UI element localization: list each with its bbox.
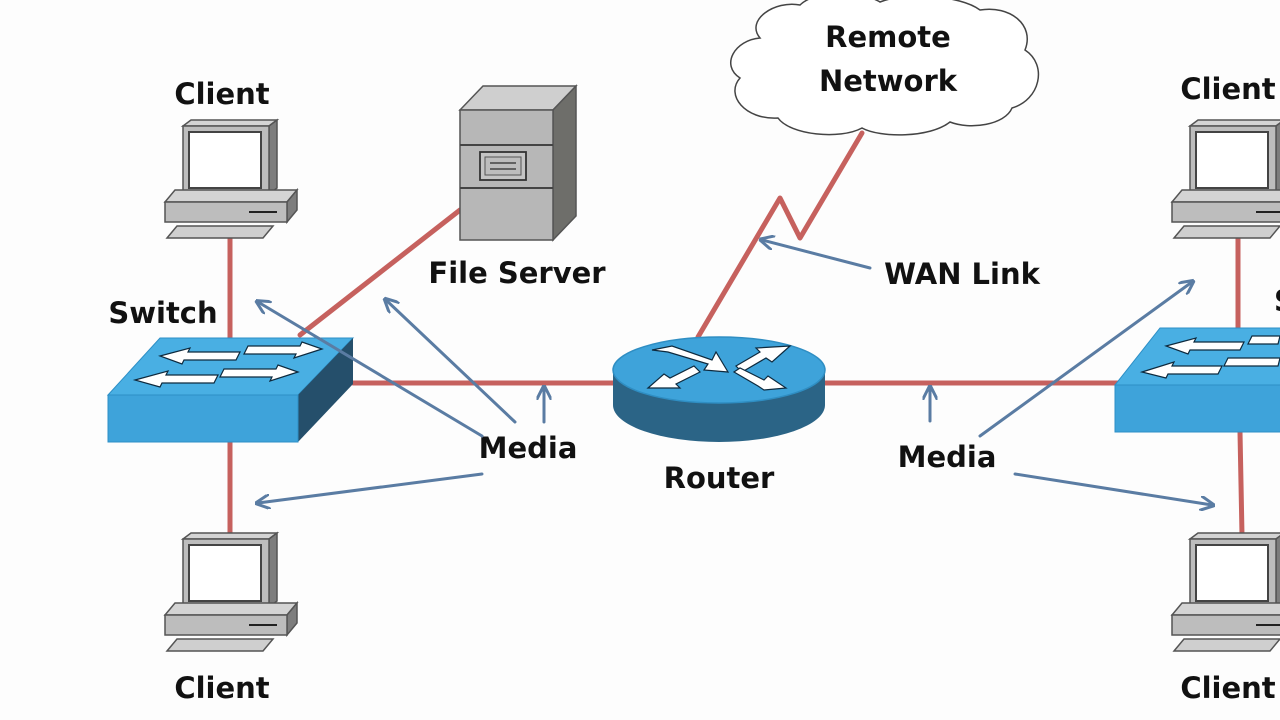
file-server-label: File Server (428, 256, 606, 290)
link-switch-right-client-br (1237, 429, 1245, 538)
links (227, 130, 1245, 538)
cloud-label-line2: Network (819, 64, 958, 98)
switch-left-icon (106, 337, 355, 443)
pointer-arrow (258, 472, 484, 503)
client-top-left-label: Client (174, 77, 269, 111)
router-label: Router (664, 461, 775, 495)
media-left-pointers (258, 300, 544, 503)
pointer-arrow (386, 300, 517, 424)
remote-network-cloud: Remote Network (729, 0, 1040, 136)
switch-right-label: S (1274, 284, 1280, 318)
cloud-label-line1: Remote (825, 20, 951, 54)
switch-left-label: Switch (108, 296, 217, 330)
client-bottom-left-label: Client (174, 671, 269, 705)
link-server-switch (297, 207, 463, 338)
router-icon (612, 336, 826, 442)
wan-link-line (695, 130, 865, 340)
pointer-arrow (978, 282, 1192, 438)
pointer-arrow (1013, 472, 1212, 505)
cloud-shape (729, 0, 1040, 136)
file-server-icon (458, 84, 578, 242)
wan-link-label: WAN Link (884, 257, 1041, 291)
client-top-right-icon (1170, 119, 1280, 239)
media-right-label: Media (898, 440, 997, 474)
client-top-left-icon (163, 118, 299, 239)
wan-link-pointer-arrow (762, 240, 872, 270)
client-bottom-left-icon (163, 531, 299, 652)
client-bottom-right-label: Client (1180, 671, 1275, 705)
client-top-right-label: Client (1180, 72, 1275, 106)
media-left-label: Media (479, 431, 578, 465)
client-bottom-right-icon (1170, 532, 1280, 652)
switch-right-icon (1113, 327, 1280, 433)
media-right-pointers (930, 282, 1212, 505)
pointer-arrow (258, 302, 484, 438)
